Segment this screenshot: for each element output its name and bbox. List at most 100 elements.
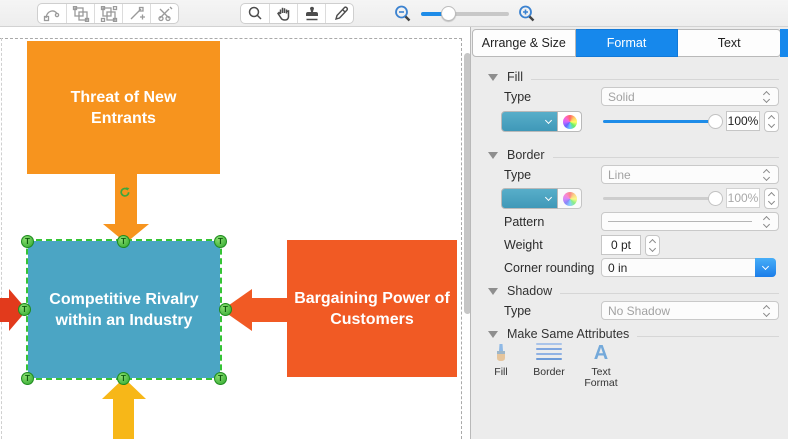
button-label: Fill bbox=[494, 366, 508, 378]
border-weight-stepper[interactable] bbox=[645, 235, 660, 256]
border-pattern-select[interactable] bbox=[601, 212, 779, 231]
tab-arrange-size[interactable]: Arrange & Size bbox=[472, 29, 576, 57]
section-title: Fill bbox=[507, 70, 523, 84]
color-wheel-icon bbox=[562, 191, 577, 206]
bottom-up-arrow[interactable] bbox=[113, 399, 134, 439]
border-section-header: Border bbox=[471, 144, 788, 166]
make-same-buttons-row: Fill Border A Text Format bbox=[471, 341, 788, 397]
corner-rounding-dropdown-button[interactable] bbox=[755, 258, 776, 277]
border-opacity-slider bbox=[603, 191, 723, 206]
border-weight-input[interactable]: 0 pt bbox=[601, 235, 641, 255]
disclosure-triangle-icon[interactable] bbox=[488, 151, 498, 159]
fill-color-swatch[interactable] bbox=[501, 111, 558, 132]
selection-handle-mid-left[interactable]: T bbox=[18, 303, 31, 316]
selection-handle-top-right[interactable]: T bbox=[214, 235, 227, 248]
border-type-select[interactable]: Line bbox=[601, 165, 779, 184]
line-pattern-icon bbox=[608, 221, 752, 222]
stepper-icon bbox=[760, 304, 772, 317]
rotate-handle-icon[interactable] bbox=[119, 185, 131, 197]
bottom-up-arrow-head[interactable] bbox=[102, 378, 146, 399]
shadow-type-row: Type No Shadow bbox=[471, 301, 788, 323]
button-label: Border bbox=[533, 366, 565, 378]
border-color-wheel-button[interactable] bbox=[558, 188, 582, 209]
stamp-tool-button[interactable] bbox=[297, 4, 325, 23]
section-title: Make Same Attributes bbox=[507, 327, 630, 341]
letter-a-icon: A bbox=[593, 342, 609, 364]
corner-rounding-row: Corner rounding 0 in bbox=[471, 258, 788, 280]
inspector-panel: Arrange & Size Format Text Fill Type Sol… bbox=[470, 27, 788, 439]
corner-rounding-value: 0 in bbox=[608, 260, 628, 275]
stepper-icon bbox=[760, 90, 772, 103]
chevron-down-icon bbox=[761, 262, 770, 271]
border-opacity-value: 100% bbox=[726, 188, 760, 208]
pan-tool-button[interactable] bbox=[269, 4, 297, 23]
border-color-row: 100% bbox=[471, 188, 788, 210]
border-lines-icon bbox=[527, 341, 571, 363]
fill-opacity-stepper[interactable] bbox=[764, 111, 779, 132]
color-wheel-icon bbox=[562, 114, 577, 129]
border-type-value: Line bbox=[608, 167, 631, 182]
slider-handle bbox=[708, 191, 723, 206]
fill-type-select[interactable]: Solid bbox=[601, 87, 779, 106]
shape-label: Threat of New Entrants bbox=[70, 88, 177, 127]
border-color-swatch[interactable] bbox=[501, 188, 558, 209]
tab-text[interactable]: Text bbox=[678, 29, 782, 57]
disclosure-triangle-icon[interactable] bbox=[488, 73, 498, 81]
selection-handle-bottom-left[interactable]: T bbox=[21, 372, 34, 385]
make-same-section-header: Make Same Attributes bbox=[471, 323, 788, 345]
shadow-type-select[interactable]: No Shadow bbox=[601, 301, 779, 320]
make-same-text-format-button[interactable]: A Text Format bbox=[579, 341, 623, 389]
chevron-down-icon bbox=[544, 193, 553, 202]
corner-rounding-select[interactable]: 0 in bbox=[601, 258, 776, 277]
shape-competitive-rivalry[interactable]: Competitive Rivalry within an Industry bbox=[26, 239, 222, 380]
fill-type-label: Type bbox=[504, 90, 532, 104]
shadow-type-label: Type bbox=[504, 304, 532, 318]
shape-bargaining-power[interactable]: Bargaining Power of Customers bbox=[287, 240, 457, 377]
add-anchor-tool-button[interactable] bbox=[122, 4, 150, 23]
ungroup-tool-button[interactable] bbox=[94, 4, 122, 23]
right-left-arrow[interactable] bbox=[252, 298, 287, 322]
border-opacity-stepper[interactable] bbox=[764, 188, 779, 209]
stepper-icon bbox=[760, 215, 772, 228]
selection-handle-bottom-center[interactable]: T bbox=[117, 372, 130, 385]
border-type-row: Type Line bbox=[471, 165, 788, 187]
disclosure-triangle-icon[interactable] bbox=[488, 287, 498, 295]
inspector-tabbar: Arrange & Size Format Text bbox=[472, 29, 782, 57]
selection-handle-bottom-right[interactable]: T bbox=[214, 372, 227, 385]
group-tool-button[interactable] bbox=[66, 4, 94, 23]
canvas-scrollbar[interactable] bbox=[464, 53, 470, 314]
section-title: Border bbox=[507, 148, 545, 162]
stepper-icon bbox=[760, 168, 772, 181]
fill-color-wheel-button[interactable] bbox=[558, 111, 582, 132]
shape-label: Competitive Rivalry within an Industry bbox=[49, 290, 199, 329]
split-tool-button[interactable] bbox=[150, 4, 178, 23]
border-weight-label: Weight bbox=[504, 238, 543, 252]
make-same-border-button[interactable]: Border bbox=[527, 341, 571, 378]
left-right-arrow[interactable] bbox=[0, 298, 9, 322]
zoom-slider[interactable] bbox=[421, 6, 509, 21]
tab-format[interactable]: Format bbox=[575, 29, 679, 57]
reshape-tool-button[interactable] bbox=[38, 4, 66, 23]
view-tools-group bbox=[240, 3, 354, 24]
fill-opacity-slider[interactable] bbox=[603, 114, 723, 129]
selection-handle-top-left[interactable]: T bbox=[21, 235, 34, 248]
shape-threat-of-new-entrants[interactable]: Threat of New Entrants bbox=[27, 41, 220, 174]
disclosure-triangle-icon[interactable] bbox=[488, 330, 498, 338]
zoom-in-icon[interactable] bbox=[517, 4, 537, 24]
make-same-fill-button[interactable]: Fill bbox=[479, 341, 523, 378]
zoom-out-icon[interactable] bbox=[393, 4, 413, 24]
drawing-canvas[interactable]: Threat of New Entrants Competitive Rival… bbox=[0, 27, 470, 439]
zoom-tool-button[interactable] bbox=[241, 4, 269, 23]
eyedropper-tool-button[interactable] bbox=[325, 4, 353, 23]
top-down-arrow[interactable] bbox=[115, 174, 137, 224]
button-label: Text Format bbox=[584, 366, 618, 389]
fill-opacity-value[interactable]: 100% bbox=[726, 111, 760, 131]
selection-handle-mid-right[interactable]: T bbox=[219, 303, 232, 316]
border-pattern-row: Pattern bbox=[471, 212, 788, 234]
fill-color-row: 100% bbox=[471, 111, 788, 133]
selection-handle-top-center[interactable]: T bbox=[117, 235, 130, 248]
shape-label: Bargaining Power of Customers bbox=[294, 289, 450, 328]
slider-handle[interactable] bbox=[708, 114, 723, 129]
zoom-slider-handle[interactable] bbox=[441, 6, 456, 21]
top-down-arrow-head[interactable] bbox=[103, 224, 149, 243]
